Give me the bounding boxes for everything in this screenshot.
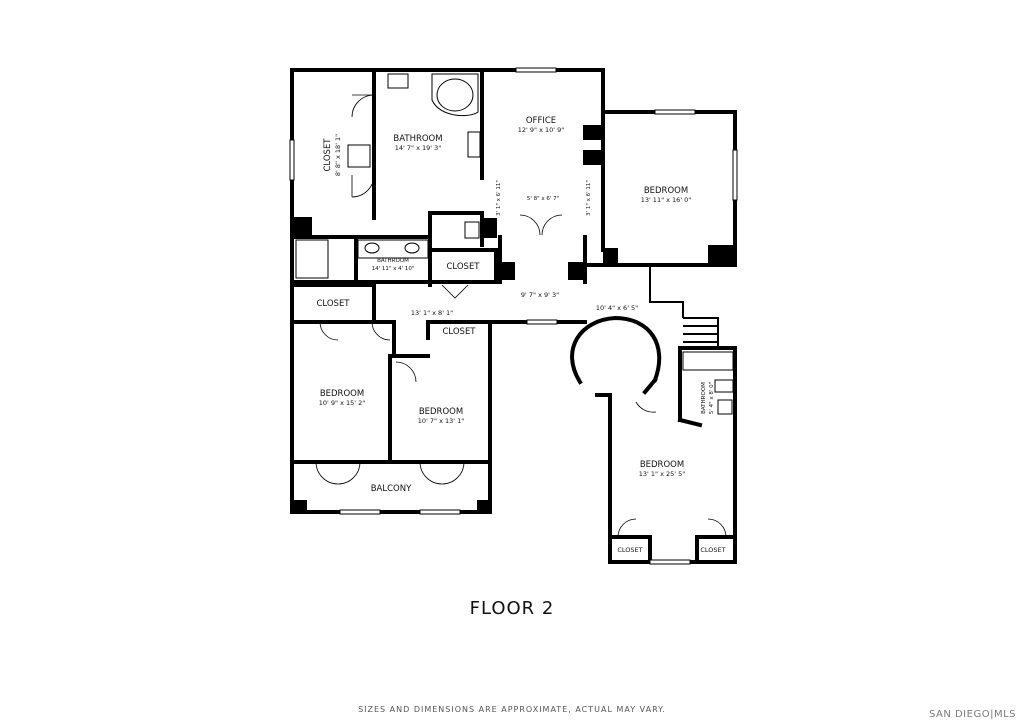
bedroom-w-dims: 10' 9" x 15' 2" (319, 399, 365, 407)
hall-mid-dims: 5' 8" x 6' 7" (527, 196, 559, 202)
closet-se-left-name: CLOSET (617, 546, 642, 554)
office-dims: 12' 9" x 10' 9" (518, 126, 564, 134)
balcony-name: BALCONY (371, 484, 412, 494)
bedroom-ne-name: BEDROOM (644, 186, 688, 196)
hall-center-dims: 9' 7" x 9' 3" (521, 291, 559, 299)
walls (290, 68, 737, 564)
pillars (292, 125, 735, 514)
room-labels: CLOSET 8' 8" x 18' 1" BATHROOM 14' 7" x … (316, 116, 725, 554)
hall-right-dims: 10' 4" x 6' 5" (596, 304, 638, 312)
closet-left-dims: 8' 8" x 18' 1" (334, 134, 342, 176)
bathroom-master-dims: 14' 7" x 19' 3" (395, 144, 441, 152)
footer-note: SIZES AND DIMENSIONS ARE APPROXIMATE, AC… (358, 705, 666, 714)
hall-small-1-dims: 3' 1" x 6' 11" (496, 180, 502, 216)
bedroom-se-dims: 13' 1" x 25' 5" (639, 470, 685, 478)
bedroom-ne-dims: 13' 11" x 16' 0" (641, 196, 692, 204)
bathroom-small-dims: 14' 11" x 4' 10" (372, 266, 415, 272)
fixtures (295, 73, 734, 415)
closet-mid-name: CLOSET (442, 327, 476, 337)
floor-title: FLOOR 2 (469, 598, 555, 619)
bedroom-se-name: BEDROOM (640, 460, 684, 470)
closet-west-name: CLOSET (316, 299, 350, 309)
hall-small-2-dims: 3' 1" x 6' 11" (586, 180, 592, 216)
bathroom-master-name: BATHROOM (393, 134, 442, 144)
bathroom-east-name: BATHROOM (701, 382, 707, 414)
bedroom-mid-dims: 10' 7" x 13' 1" (418, 417, 464, 425)
windows (289, 67, 738, 565)
closet-se-right-name: CLOSET (700, 546, 725, 554)
bathroom-east-dims: 5' 4" x 8' 0" (709, 382, 715, 414)
doors (315, 94, 727, 538)
bedroom-w-name: BEDROOM (320, 389, 364, 399)
closet-left-name: CLOSET (323, 138, 333, 172)
mls-logo: SAN DIEGO|MLS (928, 709, 1016, 720)
closet-center-name: CLOSET (446, 262, 480, 272)
bedroom-mid-name: BEDROOM (419, 407, 463, 417)
office-name: OFFICE (526, 116, 556, 126)
hall-west-dims: 13' 1" x 8' 1" (411, 309, 453, 317)
bathroom-small-name: BATHROOM (377, 258, 409, 264)
